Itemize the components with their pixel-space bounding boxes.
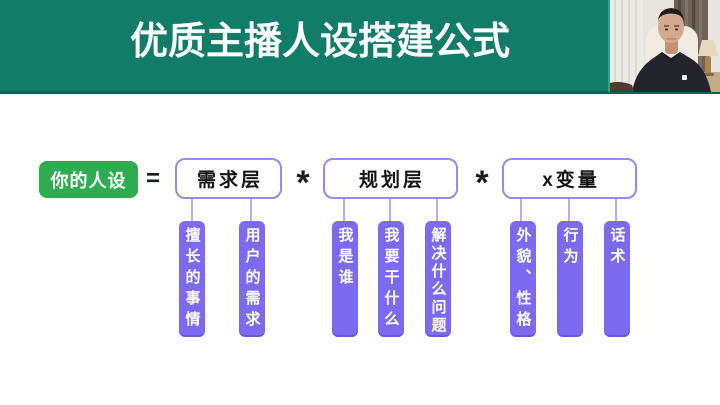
multiply-glyph: * — [296, 164, 310, 202]
multiply-operator: * — [288, 158, 318, 202]
left-eye — [665, 28, 668, 31]
connector-line — [191, 199, 193, 222]
face — [658, 11, 684, 43]
connector-line — [568, 199, 570, 222]
item-box-speech: 话术 — [604, 221, 630, 337]
presenter-scene — [610, 0, 720, 92]
item-box-strengths: 擅长的事情 — [179, 221, 205, 337]
item-label: 解决什么问题 — [429, 227, 447, 335]
item-label: 擅长的事情 — [183, 227, 201, 332]
chair-arm — [610, 81, 634, 92]
connector-line — [389, 199, 391, 222]
header-banner: 优质主播人设搭建公式 — [0, 0, 720, 94]
multiply-glyph: * — [475, 164, 489, 202]
item-box-who-am-i: 我是谁 — [332, 221, 358, 337]
connector-line — [250, 199, 252, 222]
item-box-user-needs: 用户的需求 — [239, 221, 265, 337]
table-lamp — [698, 40, 718, 76]
connector-line — [436, 199, 438, 222]
equals-sign: = — [145, 164, 160, 192]
connector-line — [520, 199, 522, 222]
item-label: 用户的需求 — [243, 227, 261, 332]
right-eye — [675, 28, 678, 31]
connector-line — [615, 199, 617, 222]
persona-label: 你的人设 — [39, 161, 138, 198]
item-label: 我是谁 — [336, 227, 354, 290]
page-title: 优质主播人设搭建公式 — [129, 21, 510, 63]
item-box-behavior: 行为 — [557, 221, 583, 337]
item-label: 话术 — [608, 227, 626, 269]
connector-line — [343, 199, 345, 222]
multiply-operator: * — [467, 158, 497, 202]
polo-shirt — [632, 52, 711, 92]
group-box-x-variable: x变量 — [502, 158, 637, 199]
presenter — [632, 8, 711, 92]
shirt-logo — [682, 75, 687, 80]
item-box-appearance-personality: 外貌、性格 — [510, 221, 536, 337]
item-box-problem-to-solve: 解决什么问题 — [425, 221, 451, 337]
item-label: 行为 — [561, 227, 579, 269]
item-label: 我要干什么 — [382, 227, 400, 332]
webcam-video[interactable] — [608, 0, 720, 92]
shirt-collar — [662, 52, 680, 62]
item-label: 外貌、性格 — [514, 227, 532, 332]
item-box-what-to-do: 我要干什么 — [378, 221, 404, 337]
group-box-plan-layer: 规划层 — [323, 158, 458, 199]
group-box-demand-layer: 需求层 — [175, 158, 282, 199]
hair — [657, 8, 685, 24]
